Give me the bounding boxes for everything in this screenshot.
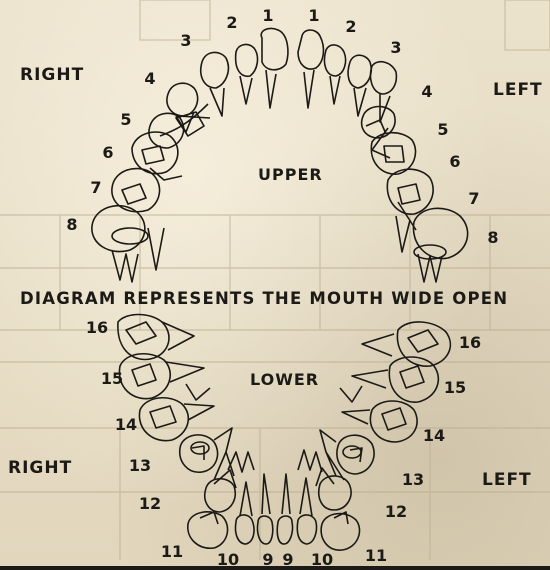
lower-right-number-14: 14 bbox=[115, 417, 137, 433]
tooth-lower-12-left[interactable] bbox=[319, 476, 351, 510]
lower-left-number-11: 11 bbox=[365, 548, 387, 564]
upper-right-number-2: 2 bbox=[226, 15, 237, 31]
tooth-upper-8-left[interactable] bbox=[413, 208, 467, 258]
tooth-upper-7-left[interactable] bbox=[387, 169, 433, 214]
tooth-upper-4-left[interactable] bbox=[370, 62, 396, 94]
tooth-upper-3-left[interactable] bbox=[348, 55, 371, 88]
tooth-lower-16-right[interactable] bbox=[118, 315, 169, 360]
tooth-lower-14-right[interactable] bbox=[139, 398, 188, 441]
label-left-lower: LEFT bbox=[482, 472, 532, 489]
upper-left-number-2: 2 bbox=[345, 19, 356, 35]
tooth-lower-11-left[interactable] bbox=[321, 514, 359, 551]
tooth-lower-12-right[interactable] bbox=[205, 479, 235, 512]
upper-left-number-7: 7 bbox=[468, 191, 479, 207]
upper-right-number-1: 1 bbox=[262, 8, 273, 24]
tooth-lower-14-left[interactable] bbox=[370, 401, 417, 442]
lower-right-number-15: 15 bbox=[101, 371, 123, 387]
lower-right-number-11: 11 bbox=[161, 544, 183, 560]
upper-arch bbox=[92, 28, 468, 282]
tooth-lower-10-left[interactable] bbox=[297, 515, 316, 544]
tooth-lower-13-left[interactable] bbox=[337, 435, 374, 474]
upper-right-number-4: 4 bbox=[144, 71, 155, 87]
lower-left-number-16: 16 bbox=[459, 335, 481, 351]
lower-left-number-14: 14 bbox=[423, 428, 445, 444]
caption: DIAGRAM REPRESENTS THE MOUTH WIDE OPEN bbox=[20, 291, 508, 308]
upper-left-number-6: 6 bbox=[449, 154, 460, 170]
tooth-lower-9-left[interactable] bbox=[277, 516, 292, 544]
tooth-upper-1-left[interactable] bbox=[298, 30, 323, 69]
label-right-lower: RIGHT bbox=[8, 460, 72, 477]
lower-right-number-16: 16 bbox=[86, 320, 108, 336]
tooth-lower-11-right[interactable] bbox=[188, 512, 228, 548]
tooth-upper-3-right[interactable] bbox=[201, 52, 229, 88]
label-upper: UPPER bbox=[258, 167, 323, 183]
lower-right-number-12: 12 bbox=[139, 496, 161, 512]
upper-right-number-6: 6 bbox=[102, 145, 113, 161]
label-right-upper: RIGHT bbox=[20, 67, 84, 84]
lower-left-number-15: 15 bbox=[444, 380, 466, 396]
upper-left-number-3: 3 bbox=[390, 40, 401, 56]
bottom-border-line bbox=[0, 566, 550, 570]
upper-left-number-4: 4 bbox=[421, 84, 432, 100]
lower-left-number-12: 12 bbox=[385, 504, 407, 520]
upper-right-number-8: 8 bbox=[66, 217, 77, 233]
upper-left-number-1: 1 bbox=[308, 8, 319, 24]
tooth-lower-9-right[interactable] bbox=[257, 516, 272, 544]
tooth-upper-6-right[interactable] bbox=[132, 132, 178, 174]
upper-right-number-7: 7 bbox=[90, 180, 101, 196]
label-left-upper: LEFT bbox=[493, 82, 543, 99]
tooth-upper-2-right[interactable] bbox=[236, 45, 258, 77]
tooth-upper-1-right[interactable] bbox=[261, 28, 288, 69]
tooth-upper-2-left[interactable] bbox=[324, 45, 345, 76]
upper-right-number-3: 3 bbox=[180, 33, 191, 49]
tooth-lower-15-right[interactable] bbox=[119, 354, 170, 399]
tooth-lower-10-right[interactable] bbox=[235, 515, 254, 544]
upper-right-number-5: 5 bbox=[120, 112, 131, 128]
lower-left-number-13: 13 bbox=[402, 472, 424, 488]
upper-left-number-8: 8 bbox=[487, 230, 498, 246]
tooth-upper-4-right[interactable] bbox=[167, 83, 198, 116]
lower-right-number-13: 13 bbox=[129, 458, 151, 474]
upper-left-number-5: 5 bbox=[437, 122, 448, 138]
label-lower: LOWER bbox=[250, 372, 319, 388]
